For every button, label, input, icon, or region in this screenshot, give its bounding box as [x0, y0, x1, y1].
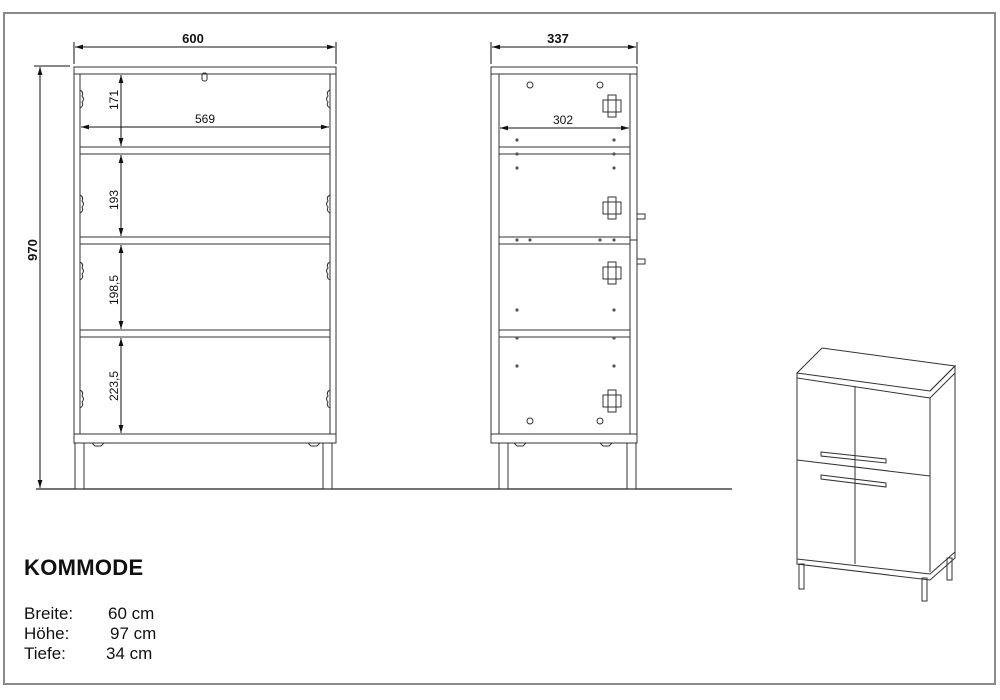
hinge-plate-3 — [602, 261, 622, 285]
spec-label: Tiefe: — [24, 644, 66, 663]
isometric-view — [795, 347, 957, 602]
dim-compartment-2: 193 — [107, 190, 121, 210]
spec-value: 60 cm — [108, 604, 155, 623]
spec-row-width: Breite: 60 cm — [24, 604, 190, 624]
drawing-frame — [3, 12, 996, 685]
hinge-plate-2 — [602, 196, 622, 220]
dim-overall-height: 970 — [25, 239, 40, 261]
hinge-plate-4 — [602, 389, 622, 413]
dim-overall-width: 600 — [182, 31, 204, 46]
product-title: KOMMODE — [24, 555, 144, 580]
shelf-pins — [515, 138, 616, 368]
side-view — [490, 66, 646, 490]
spec-row-height: Höhe: 97 cm — [24, 624, 190, 644]
spec-row-depth: Tiefe: 34 cm — [24, 644, 190, 664]
spec-label: Höhe: — [24, 624, 70, 643]
spec-value: 34 cm — [106, 644, 153, 663]
dim-compartment-3: 198,5 — [107, 275, 121, 305]
dim-inner-depth: 302 — [553, 113, 573, 127]
dim-compartment-4: 223,5 — [107, 371, 121, 401]
front-view — [73, 66, 337, 490]
dim-inner-width: 569 — [195, 112, 215, 126]
spec-value: 97 cm — [110, 624, 157, 643]
dim-overall-depth: 337 — [547, 31, 569, 46]
hinge-plate-1 — [602, 94, 622, 118]
dim-compartment-1: 171 — [107, 90, 121, 110]
spec-list: Breite: 60 cm Höhe: 97 cm Tiefe: 34 cm — [24, 604, 190, 664]
spec-label: Breite: — [24, 604, 74, 623]
